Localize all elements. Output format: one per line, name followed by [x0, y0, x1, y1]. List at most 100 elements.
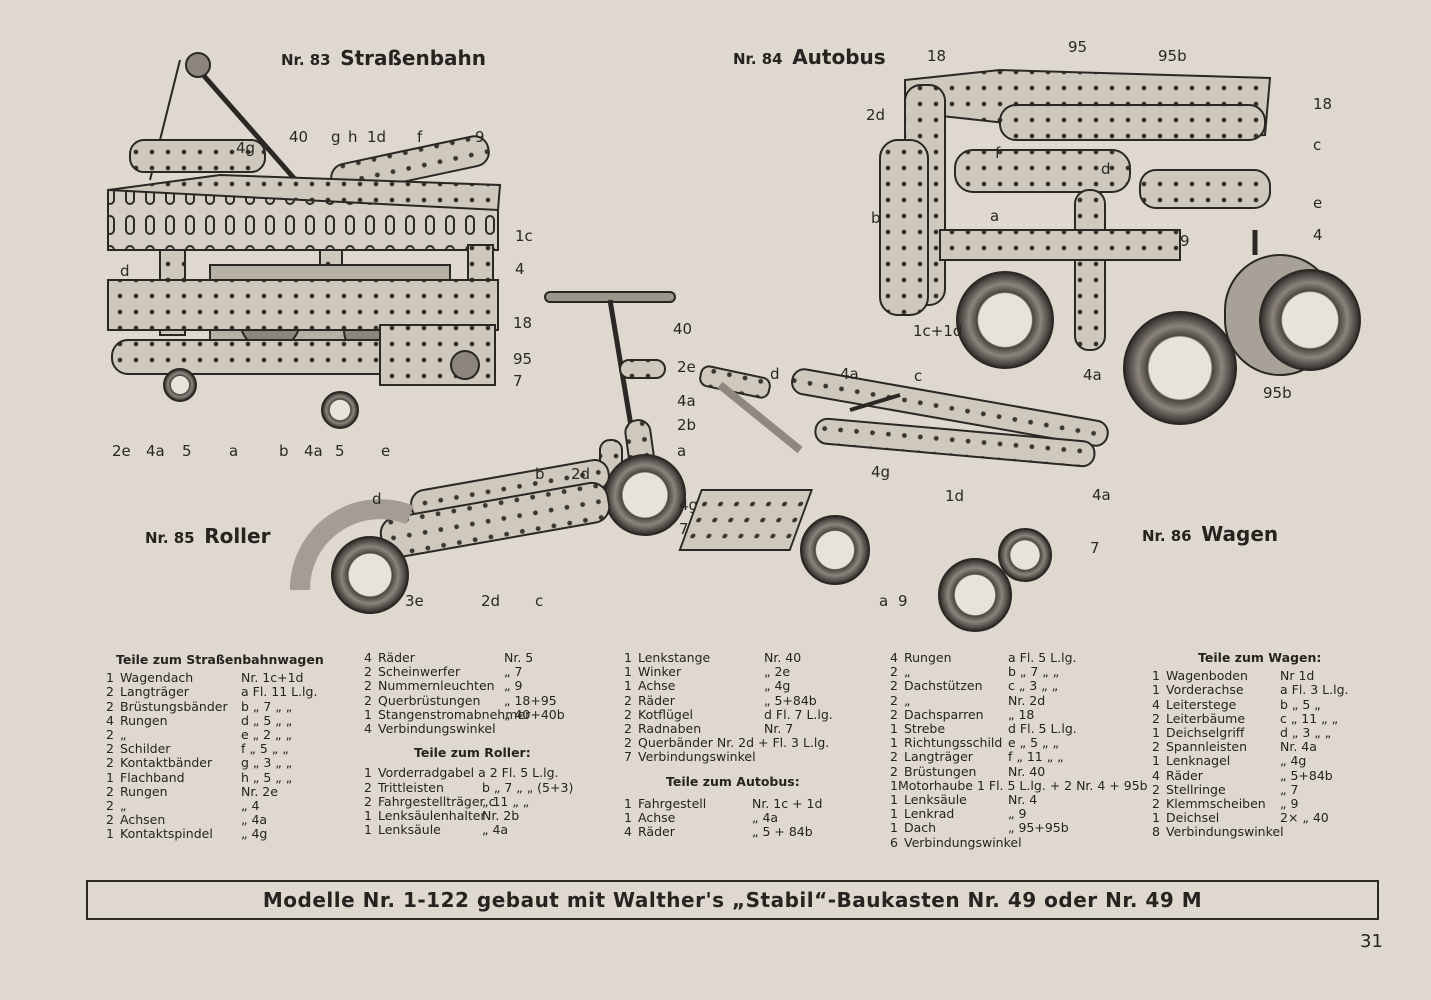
parts-name: Rungen	[904, 650, 952, 665]
parts-designation: d „ 3 „ „	[1280, 725, 1332, 741]
callout: 2e	[677, 358, 696, 376]
parts-designation: Nr. 7	[764, 721, 794, 737]
parts-quantity: 1	[890, 721, 898, 737]
parts-designation: Nr. 5	[504, 650, 534, 665]
callout: 2e	[112, 442, 131, 460]
callout: 1d	[945, 487, 964, 505]
parts-designation: „ 4g	[241, 826, 268, 842]
parts-quantity: 1	[624, 664, 632, 680]
parts-quantity: 4	[1152, 696, 1160, 712]
parts-quantity: 2	[364, 664, 372, 680]
parts-designation: „ 4a	[752, 810, 779, 826]
parts-name: Vorderachse	[1166, 682, 1244, 698]
parts-designation: Nr. 40	[1008, 763, 1046, 779]
parts-name: „	[120, 798, 127, 814]
parts-heading: Teile zum Autobus:	[666, 773, 800, 789]
callout: 4	[1313, 226, 1323, 244]
callout: 2d	[866, 106, 885, 124]
parts-quantity: 1	[890, 735, 898, 751]
callout: 1d	[367, 128, 386, 146]
parts-quantity: 2	[106, 812, 114, 828]
callout: 2d	[571, 465, 590, 483]
parts-quantity: 2	[106, 727, 114, 743]
parts-quantity: 4	[1152, 767, 1160, 783]
footer-banner: Modelle Nr. 1-122 gebaut mit Walther's „…	[86, 880, 1379, 920]
parts-name: Leiterbäume	[1166, 710, 1246, 726]
model-name: Straßenbahn	[340, 46, 486, 70]
parts-heading: Teile zum Wagen:	[1198, 650, 1322, 665]
callout: 95b	[1158, 47, 1187, 65]
parts-name: Winker	[638, 664, 682, 680]
model-title-roller: Nr. 85 Roller	[145, 524, 270, 548]
parts-designation: „ 9	[504, 678, 523, 694]
callout: h	[348, 128, 358, 146]
parts-designation: f „ 5 „ „	[241, 741, 289, 757]
callout: 4a	[304, 442, 323, 460]
parts-designation: „ 18	[1008, 706, 1035, 722]
callout: c	[535, 592, 543, 610]
parts-name: Dach	[904, 820, 937, 836]
parts-quantity: 1	[1152, 668, 1160, 684]
callout: 18	[927, 47, 946, 65]
model-title-autobus: Nr. 84 Autobus	[733, 45, 886, 69]
callout: c	[1313, 136, 1321, 154]
parts-designation: Nr. 1c + 1d	[752, 795, 823, 811]
parts-name: Flachband	[120, 769, 185, 785]
callout: 7	[1090, 539, 1100, 557]
parts-designation: „ 4	[241, 798, 260, 814]
parts-name: Räder	[378, 650, 415, 665]
parts-designation: „ 40+40b	[504, 706, 565, 722]
parts-name: Kotflügel	[638, 706, 694, 722]
parts-name: Dachsparren	[904, 706, 984, 722]
parts-designation: b „ 5 „	[1280, 696, 1321, 712]
parts-quantity: 2	[624, 735, 632, 751]
parts-quantity: 2	[106, 798, 114, 814]
parts-name: Schilder	[120, 741, 171, 757]
parts-designation: „ 11 „ „	[482, 793, 530, 809]
parts-designation: Nr. 2b	[482, 808, 520, 824]
parts-name: „	[904, 664, 911, 680]
parts-quantity: 1	[1152, 810, 1160, 826]
callout: 95	[1068, 38, 1087, 56]
parts-quantity: 1	[364, 822, 372, 838]
parts-designation: d „ 5 „ „	[241, 712, 293, 728]
parts-row: 2„e „ 2 „ „	[106, 727, 346, 743]
parts-name: Lenknagel	[1166, 753, 1231, 769]
parts-quantity: 1	[364, 808, 372, 824]
callout: 4a	[1092, 486, 1111, 504]
parts-name: Verbindungswinkel	[1166, 824, 1284, 840]
parts-designation: Nr 1d	[1280, 668, 1315, 684]
parts-designation: 2× „ 40	[1280, 810, 1329, 826]
parts-row: 2 „ „ 4	[106, 798, 346, 814]
parts-designation: Nr. 40	[764, 650, 802, 665]
parts-designation: b „ 7 „ „ (5+3)	[482, 779, 574, 795]
parts-designation: Nr. 1c+1d	[241, 670, 304, 686]
parts-designation: Nr. 4a	[1280, 739, 1317, 755]
parts-name: Lenksäulenhalter	[378, 808, 486, 824]
parts-designation: a Fl. 11 L.lg.	[241, 684, 318, 700]
parts-name: Querbrüstungen	[378, 692, 481, 708]
parts-designation: e „ 5 „ „	[1008, 735, 1059, 751]
parts-name: Langträger	[904, 749, 973, 765]
parts-name: Räder	[1166, 767, 1203, 783]
